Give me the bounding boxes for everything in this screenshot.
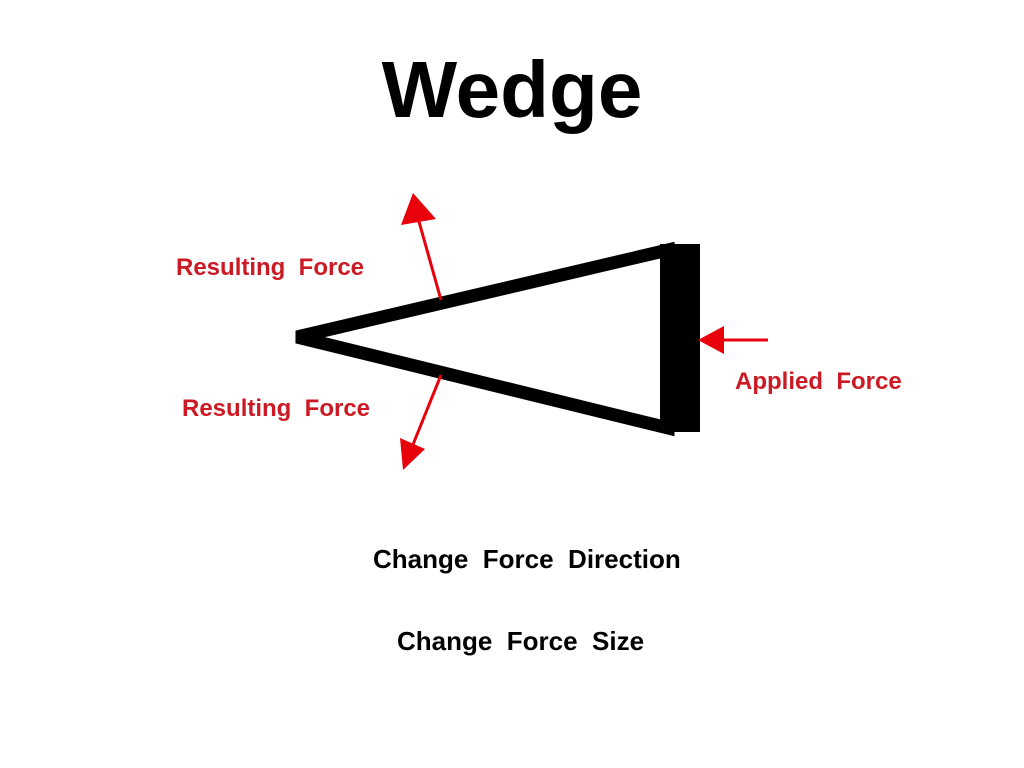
label-resulting-force-top: Resulting Force [176, 254, 364, 281]
label-resulting-force-bottom: Resulting Force [182, 395, 370, 422]
caption-change-force-direction: Change Force Direction [373, 544, 681, 574]
arrow-shaft-top [416, 217, 443, 301]
resulting-force-arrow-bottom [400, 374, 443, 470]
slide-title: Wedge [381, 45, 643, 134]
caption-change-force-size: Change Force Size [397, 626, 645, 656]
arrow-shaft-bottom [410, 374, 443, 448]
wedge-back-edge [660, 244, 700, 432]
resulting-force-arrow-top [401, 193, 443, 301]
wedge-shape [295, 241, 700, 437]
arrow-head-applied [698, 326, 724, 354]
applied-force-arrow [698, 326, 768, 354]
arrow-head-top [401, 193, 436, 225]
arrow-head-bottom [400, 438, 425, 470]
label-applied-force: Applied Force [735, 368, 902, 395]
